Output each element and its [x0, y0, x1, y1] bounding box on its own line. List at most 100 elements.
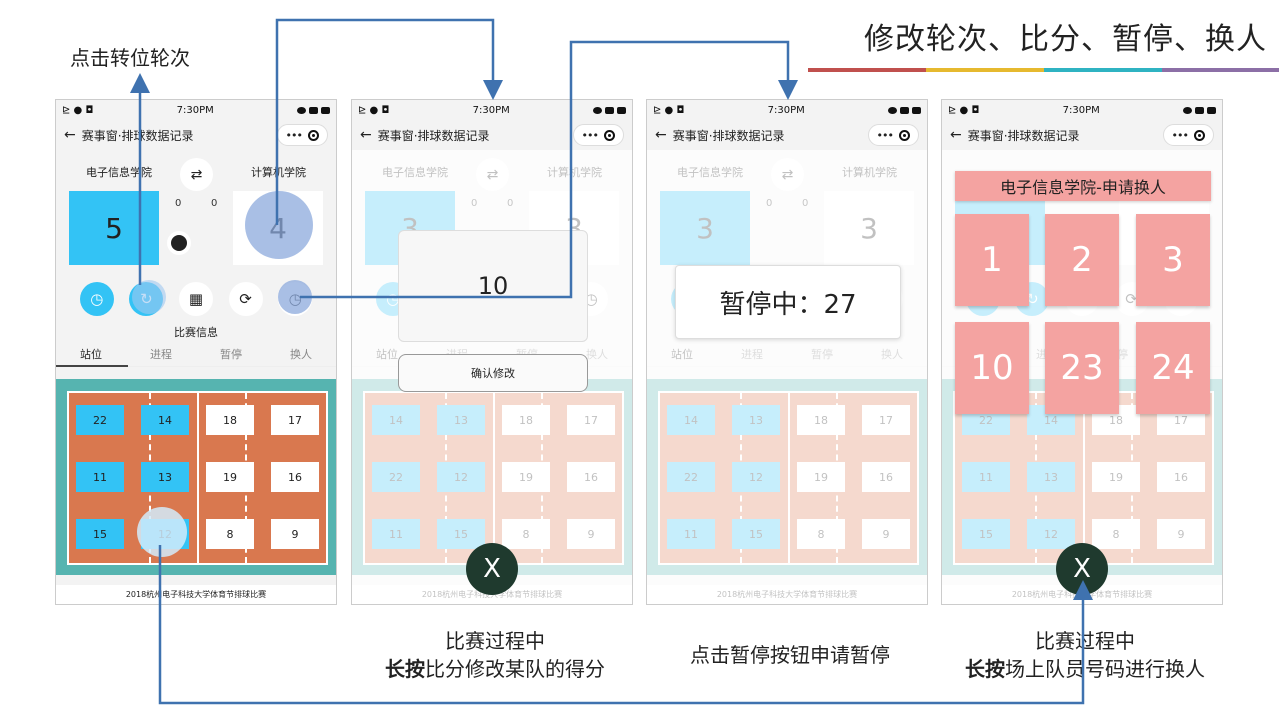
nav-title: 赛事窗·排球数据记录	[967, 128, 1080, 143]
caption-score-edit-bold: 长按	[385, 657, 425, 681]
status-time: 7:30PM	[767, 104, 805, 116]
center-line	[197, 393, 199, 563]
close-target-icon[interactable]	[899, 129, 910, 141]
player-slot[interactable]: 17	[271, 405, 319, 435]
caption-substitution-rest: 场上队员号码进行换人	[1005, 657, 1205, 681]
tab-progress[interactable]: 进程	[150, 347, 172, 361]
score-edit-value[interactable]: 10	[477, 272, 509, 300]
timeout-modal: 暂停中：27	[675, 265, 901, 339]
player-slot[interactable]: 16	[271, 462, 319, 492]
confirm-edit-label: 确认修改	[471, 367, 515, 380]
phone-screen-3: ⊵ ● ◘ 7:30PM ← 赛事窗·排球数据记录 ••• 电子信息学院 计算机…	[646, 99, 928, 605]
nav-bar: ← 赛事窗·排球数据记录 •••	[352, 120, 632, 150]
nav-bar: ← 赛事窗·排球数据记录 •••	[56, 120, 336, 150]
more-icon[interactable]: •••	[876, 128, 894, 142]
status-time: 7:30PM	[472, 104, 510, 116]
close-target-icon[interactable]	[1194, 129, 1205, 141]
player-slot[interactable]: 9	[271, 519, 319, 549]
touch-indicator-rotate	[132, 280, 166, 314]
status-time: 7:30PM	[176, 104, 214, 116]
player-slot[interactable]: 19	[206, 462, 254, 492]
status-icons-left: ⊵ ● ◘	[358, 104, 390, 116]
caption-score-edit-rest: 比分修改某队的得分	[425, 657, 605, 681]
caption-score-edit-line1: 比赛过程中	[445, 629, 545, 653]
player-slot[interactable]: 8	[206, 519, 254, 549]
title-bar-segment-2	[926, 68, 1044, 72]
back-arrow-icon[interactable]: ←	[360, 127, 372, 143]
slide-title: 修改轮次、比分、暂停、换人	[864, 22, 1267, 57]
refresh-icon[interactable]: ⟳	[228, 282, 263, 316]
sub-number-option[interactable]: 1	[955, 214, 1029, 306]
tab-timeout[interactable]: 暂停	[220, 347, 242, 361]
touch-indicator-timeout	[278, 280, 312, 314]
player-slot[interactable]: 18	[206, 405, 254, 435]
player-slot[interactable]: 11	[76, 462, 124, 492]
callout-rotate: 点击转位轮次	[70, 46, 190, 70]
miniapp-capsule[interactable]: •••	[867, 124, 919, 146]
match-info-title: 比赛信息	[174, 326, 218, 339]
caption-score-edit-line2: 长按比分修改某队的得分	[355, 655, 635, 683]
close-icon[interactable]: X	[466, 543, 518, 595]
signal-icon	[593, 106, 626, 114]
sub-number-option[interactable]: 23	[1045, 322, 1119, 414]
score-edit-modal: 10	[398, 230, 588, 342]
close-target-icon[interactable]	[308, 129, 319, 141]
player-slot[interactable]: 14	[141, 405, 189, 435]
sub-number-option[interactable]: 3	[1136, 214, 1210, 306]
sub-number-option[interactable]: 2	[1045, 214, 1119, 306]
nav-title: 赛事窗·排球数据记录	[377, 128, 490, 143]
modal-overlay	[647, 150, 927, 604]
timer-left-button[interactable]: ◷	[79, 282, 114, 316]
status-icons-left: ⊵ ● ◘	[62, 104, 94, 116]
swap-sides-icon[interactable]: ⇄	[180, 158, 213, 191]
phone-screen-2: ⊵ ● ◘ 7:30PM ← 赛事窗·排球数据记录 ••• 电子信息学院 计算机…	[351, 99, 633, 605]
status-bar: ⊵ ● ◘ 7:30PM	[942, 100, 1222, 120]
close-icon[interactable]: X	[1056, 543, 1108, 595]
back-arrow-icon[interactable]: ←	[655, 127, 667, 143]
touch-indicator-player	[137, 507, 187, 557]
player-slot[interactable]: 22	[76, 405, 124, 435]
caption-substitution-line1: 比赛过程中	[1035, 629, 1135, 653]
info-tabs: 站位 进程 暂停 换人	[56, 341, 336, 367]
back-arrow-icon[interactable]: ←	[64, 127, 76, 143]
sub-number-option[interactable]: 10	[955, 322, 1029, 414]
sub-number-option[interactable]: 24	[1136, 322, 1210, 414]
back-arrow-icon[interactable]: ←	[950, 127, 962, 143]
timeout-countdown: 暂停中：27	[719, 289, 857, 320]
substitution-title: 电子信息学院-申请换人	[955, 171, 1211, 201]
player-slot[interactable]: 13	[141, 462, 189, 492]
signal-icon	[297, 106, 330, 114]
status-bar: ⊵ ● ◘ 7:30PM	[352, 100, 632, 120]
footer-text: 2018杭州电子科技大学体育节排球比赛	[56, 585, 336, 604]
team-left-name: 电子信息学院	[86, 166, 152, 179]
close-target-icon[interactable]	[604, 129, 615, 141]
player-slot[interactable]: 15	[76, 519, 124, 549]
caption-substitution-bold: 长按	[965, 657, 1005, 681]
status-time: 7:30PM	[1062, 104, 1100, 116]
score-left[interactable]: 5	[69, 191, 159, 265]
more-icon[interactable]: •••	[581, 128, 599, 142]
confirm-edit-button[interactable]: 确认修改	[398, 354, 588, 392]
caption-score-edit: 比赛过程中 长按比分修改某队的得分	[355, 627, 635, 683]
caption-substitution-line2: 长按场上队员号码进行换人	[930, 655, 1240, 683]
grid-icon[interactable]: ▦	[178, 282, 213, 316]
phone-screen-1: ⊵ ● ◘ 7:30PM ← 赛事窗·排球数据记录 ••• 电子信息学院 计算机…	[55, 99, 337, 605]
tab-substitution[interactable]: 换人	[290, 347, 312, 361]
nav-bar: ← 赛事窗·排球数据记录 •••	[942, 120, 1222, 150]
tab-position[interactable]: 站位	[80, 347, 102, 361]
more-icon[interactable]: •••	[1171, 128, 1189, 142]
more-icon[interactable]: •••	[285, 128, 303, 142]
signal-icon	[888, 106, 921, 114]
miniapp-capsule[interactable]: •••	[1162, 124, 1214, 146]
set-score-right: 0	[211, 198, 218, 209]
status-icons-left: ⊵ ● ◘	[653, 104, 685, 116]
title-bar-segment-1	[808, 68, 926, 72]
miniapp-capsule[interactable]: •••	[276, 124, 328, 146]
status-bar: ⊵ ● ◘ 7:30PM	[647, 100, 927, 120]
volleyball-icon	[167, 231, 191, 255]
set-score-left: 0	[175, 198, 182, 209]
caption-substitution: 比赛过程中 长按场上队员号码进行换人	[930, 627, 1240, 683]
miniapp-capsule[interactable]: •••	[572, 124, 624, 146]
nav-bar: ← 赛事窗·排球数据记录 •••	[647, 120, 927, 150]
title-bar-segment-3	[1044, 68, 1162, 72]
